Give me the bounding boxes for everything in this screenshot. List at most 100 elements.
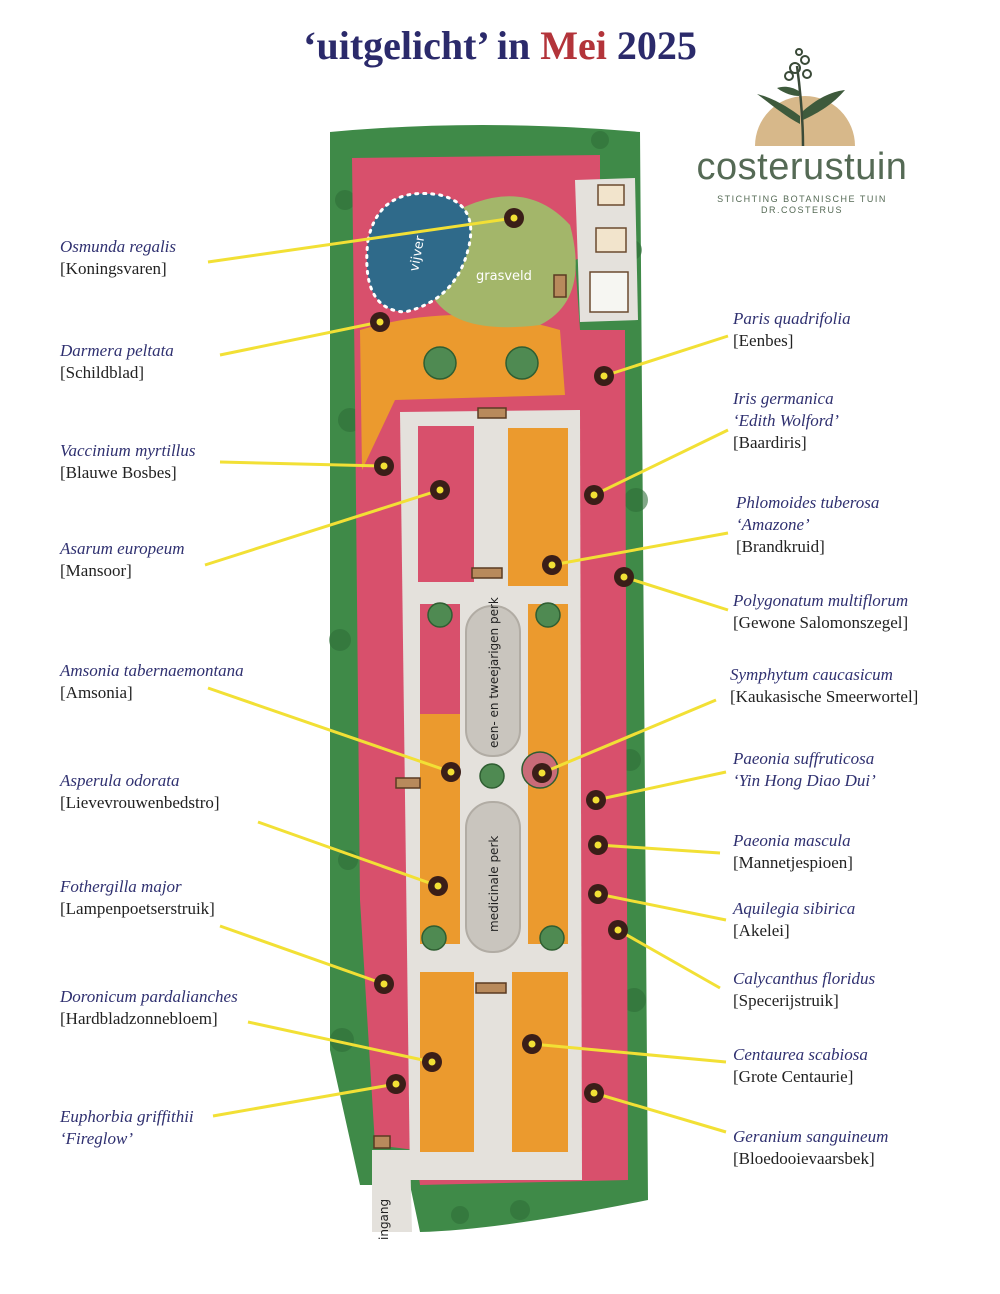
plant-scientific-name: Calycanthus floridus <box>733 969 876 988</box>
plant-marker-center <box>614 926 622 934</box>
medicinal-bed <box>465 801 521 953</box>
plant-scientific-name: Amsonia tabernaemontana <box>60 661 244 680</box>
plant-common-name: [Blauwe Bosbes] <box>60 463 177 482</box>
plant-common-name: [Lampenpoetserstruik] <box>60 899 215 918</box>
plant-marker-center <box>428 1058 436 1066</box>
marker-line <box>617 928 721 990</box>
lawn-label: grasveld <box>476 269 532 284</box>
plant-common-name: [Bloedooievaarsbek] <box>733 1149 875 1168</box>
plant-scientific-name: Paeonia mascula <box>733 831 851 850</box>
plant-scientific-name: Paris quadrifolia <box>733 309 851 328</box>
plant-scientific-name: Paeonia suffruticosa <box>733 749 875 768</box>
annual-bed <box>465 605 521 757</box>
plant-marker-center <box>538 769 546 777</box>
title-year: 2025 <box>606 23 697 68</box>
plant-marker-center <box>380 462 388 470</box>
plant-common-name: [Lievevrouwenbedstro] <box>60 793 220 812</box>
plant-scientific-name: Geranium sanguineum <box>733 1127 889 1146</box>
plant-marker-center <box>510 214 518 222</box>
plant-common-name: ‘Yin Hong Diao Dui’ <box>733 771 876 790</box>
plant-marker-center <box>528 1040 536 1048</box>
bed-pink-top-left <box>418 426 474 582</box>
plant-label: Symphytum caucasicum[Kaukasische Smeerwo… <box>730 664 918 708</box>
plant-marker-center <box>594 841 602 849</box>
plant-marker-center <box>594 890 602 898</box>
marker-line <box>212 1082 397 1118</box>
plant-label: Polygonatum multiflorum [Gewone Salomonsz… <box>733 590 908 634</box>
plant-common-name: [Gewone Salomonszegel] <box>733 613 909 632</box>
plant-scientific-name: Polygonatum multiflorum <box>733 591 909 610</box>
plant-scientific-name: Vaccinium myrtillus <box>60 441 196 460</box>
plant-label: Amsonia tabernaemontana[Amsonia] <box>60 660 244 704</box>
plant-marker-center <box>376 318 384 326</box>
plant-common-name: [Kaukasische Smeerwortel] <box>730 687 919 706</box>
marker-line <box>531 1042 727 1064</box>
plant-marker-center <box>436 486 444 494</box>
logo-name: costerustuin <box>696 146 908 188</box>
plant-common-name: [Koningsvaren] <box>60 259 167 278</box>
marker-line <box>207 216 515 264</box>
plant-label: Vaccinium myrtillus [Blauwe Bosbes] <box>60 440 196 484</box>
marker-line <box>219 460 385 468</box>
marker-line <box>551 531 729 567</box>
plant-label: Paeonia mascula [Mannetjespioen] <box>733 830 853 874</box>
marker-line <box>219 924 385 986</box>
plant-scientific-name: Doronicum pardalianches <box>60 987 238 1006</box>
plant-common-name: [Akelei] <box>733 921 790 940</box>
plant-common-name: [Baardiris] <box>733 433 807 452</box>
shed-icon <box>589 184 629 313</box>
plant-common-name: [Grote Centaurie] <box>733 1067 854 1086</box>
plant-label: Doronicum pardalianches[Hardbladzonneblo… <box>60 986 238 1030</box>
marker-line <box>593 1091 727 1134</box>
marker-line <box>593 428 729 497</box>
plant-scientific-name: Phlomoides tuberosa <box>736 493 880 512</box>
bed-orange-bottom-right <box>512 972 568 1152</box>
marker-line <box>623 575 729 612</box>
plant-scientific-name: Euphorbia griffithii <box>60 1107 194 1126</box>
marker-line <box>595 770 727 802</box>
marker-line <box>204 488 441 567</box>
pond <box>365 192 473 314</box>
plant-common-name: [Mannetjespioen] <box>733 853 853 872</box>
costerustuin-logo-icon <box>755 48 855 146</box>
page-title: ‘uitgelicht’ in Mei 2025 <box>0 22 1000 69</box>
plant-scientific-name: Osmunda regalis <box>60 237 177 256</box>
plant-scientific-name: Fothergilla major <box>60 877 182 896</box>
plant-scientific-name: Darmera peltata <box>60 341 174 360</box>
entrance-path <box>372 1150 412 1232</box>
marker-line <box>219 320 381 357</box>
plant-label: Geranium sanguineum [Bloedooievaarsbek] <box>733 1126 888 1170</box>
plant-label: Asarum europeum[Mansoor] <box>60 538 185 582</box>
plant-marker-center <box>548 561 556 569</box>
plant-marker-center <box>620 573 628 581</box>
logo-subtitle-line1: STICHTING BOTANISCHE TUIN <box>717 194 887 204</box>
plant-label: Centaurea scabiosa [Grote Centaurie] <box>733 1044 868 1088</box>
plant-label: Phlomoides tuberosa‘Amazone’[Brandkruid] <box>736 492 879 558</box>
plant-scientific-name: Asperula odorata <box>60 771 180 790</box>
plant-common-name: [Specerijstruik] <box>733 991 839 1010</box>
plant-label: Paeonia suffruticosa ‘Yin Hong Diao Dui’ <box>733 748 876 792</box>
plant-marker-center <box>600 372 608 380</box>
plant-label: Asperula odorata [Lievevrouwenbedstro] <box>60 770 220 814</box>
plant-label: Aquilegia sibirica [Akelei] <box>733 898 855 942</box>
marker-line <box>257 820 439 888</box>
plant-label: Paris quadrifolia [Eenbes] <box>733 308 851 352</box>
title-prefix: ‘uitgelicht’ in <box>303 23 541 68</box>
plant-marker-center <box>380 980 388 988</box>
title-month: Mei <box>540 23 607 68</box>
plant-marker-center <box>392 1080 400 1088</box>
plant-scientific-name: Centaurea scabiosa <box>733 1045 868 1064</box>
plant-cultivar: ‘Amazone’ <box>736 515 810 534</box>
plant-scientific-name: Aquilegia sibirica <box>733 899 856 918</box>
plant-common-name: [Eenbes] <box>733 331 794 350</box>
plant-marker-center <box>434 882 442 890</box>
medicinal-bed-label: medicinale perk <box>487 836 501 932</box>
plant-common-name: [Mansoor] <box>60 561 132 580</box>
plant-label: Osmunda regalis [Koningsvaren] <box>60 236 176 280</box>
marker-line <box>597 892 727 922</box>
plant-marker-center <box>447 768 455 776</box>
plant-label: Euphorbia griffithii‘Fireglow’ <box>60 1106 194 1150</box>
entrance-label: ingang <box>377 1199 391 1240</box>
plant-label: Fothergilla major [Lampenpoetserstruik] <box>60 876 215 920</box>
